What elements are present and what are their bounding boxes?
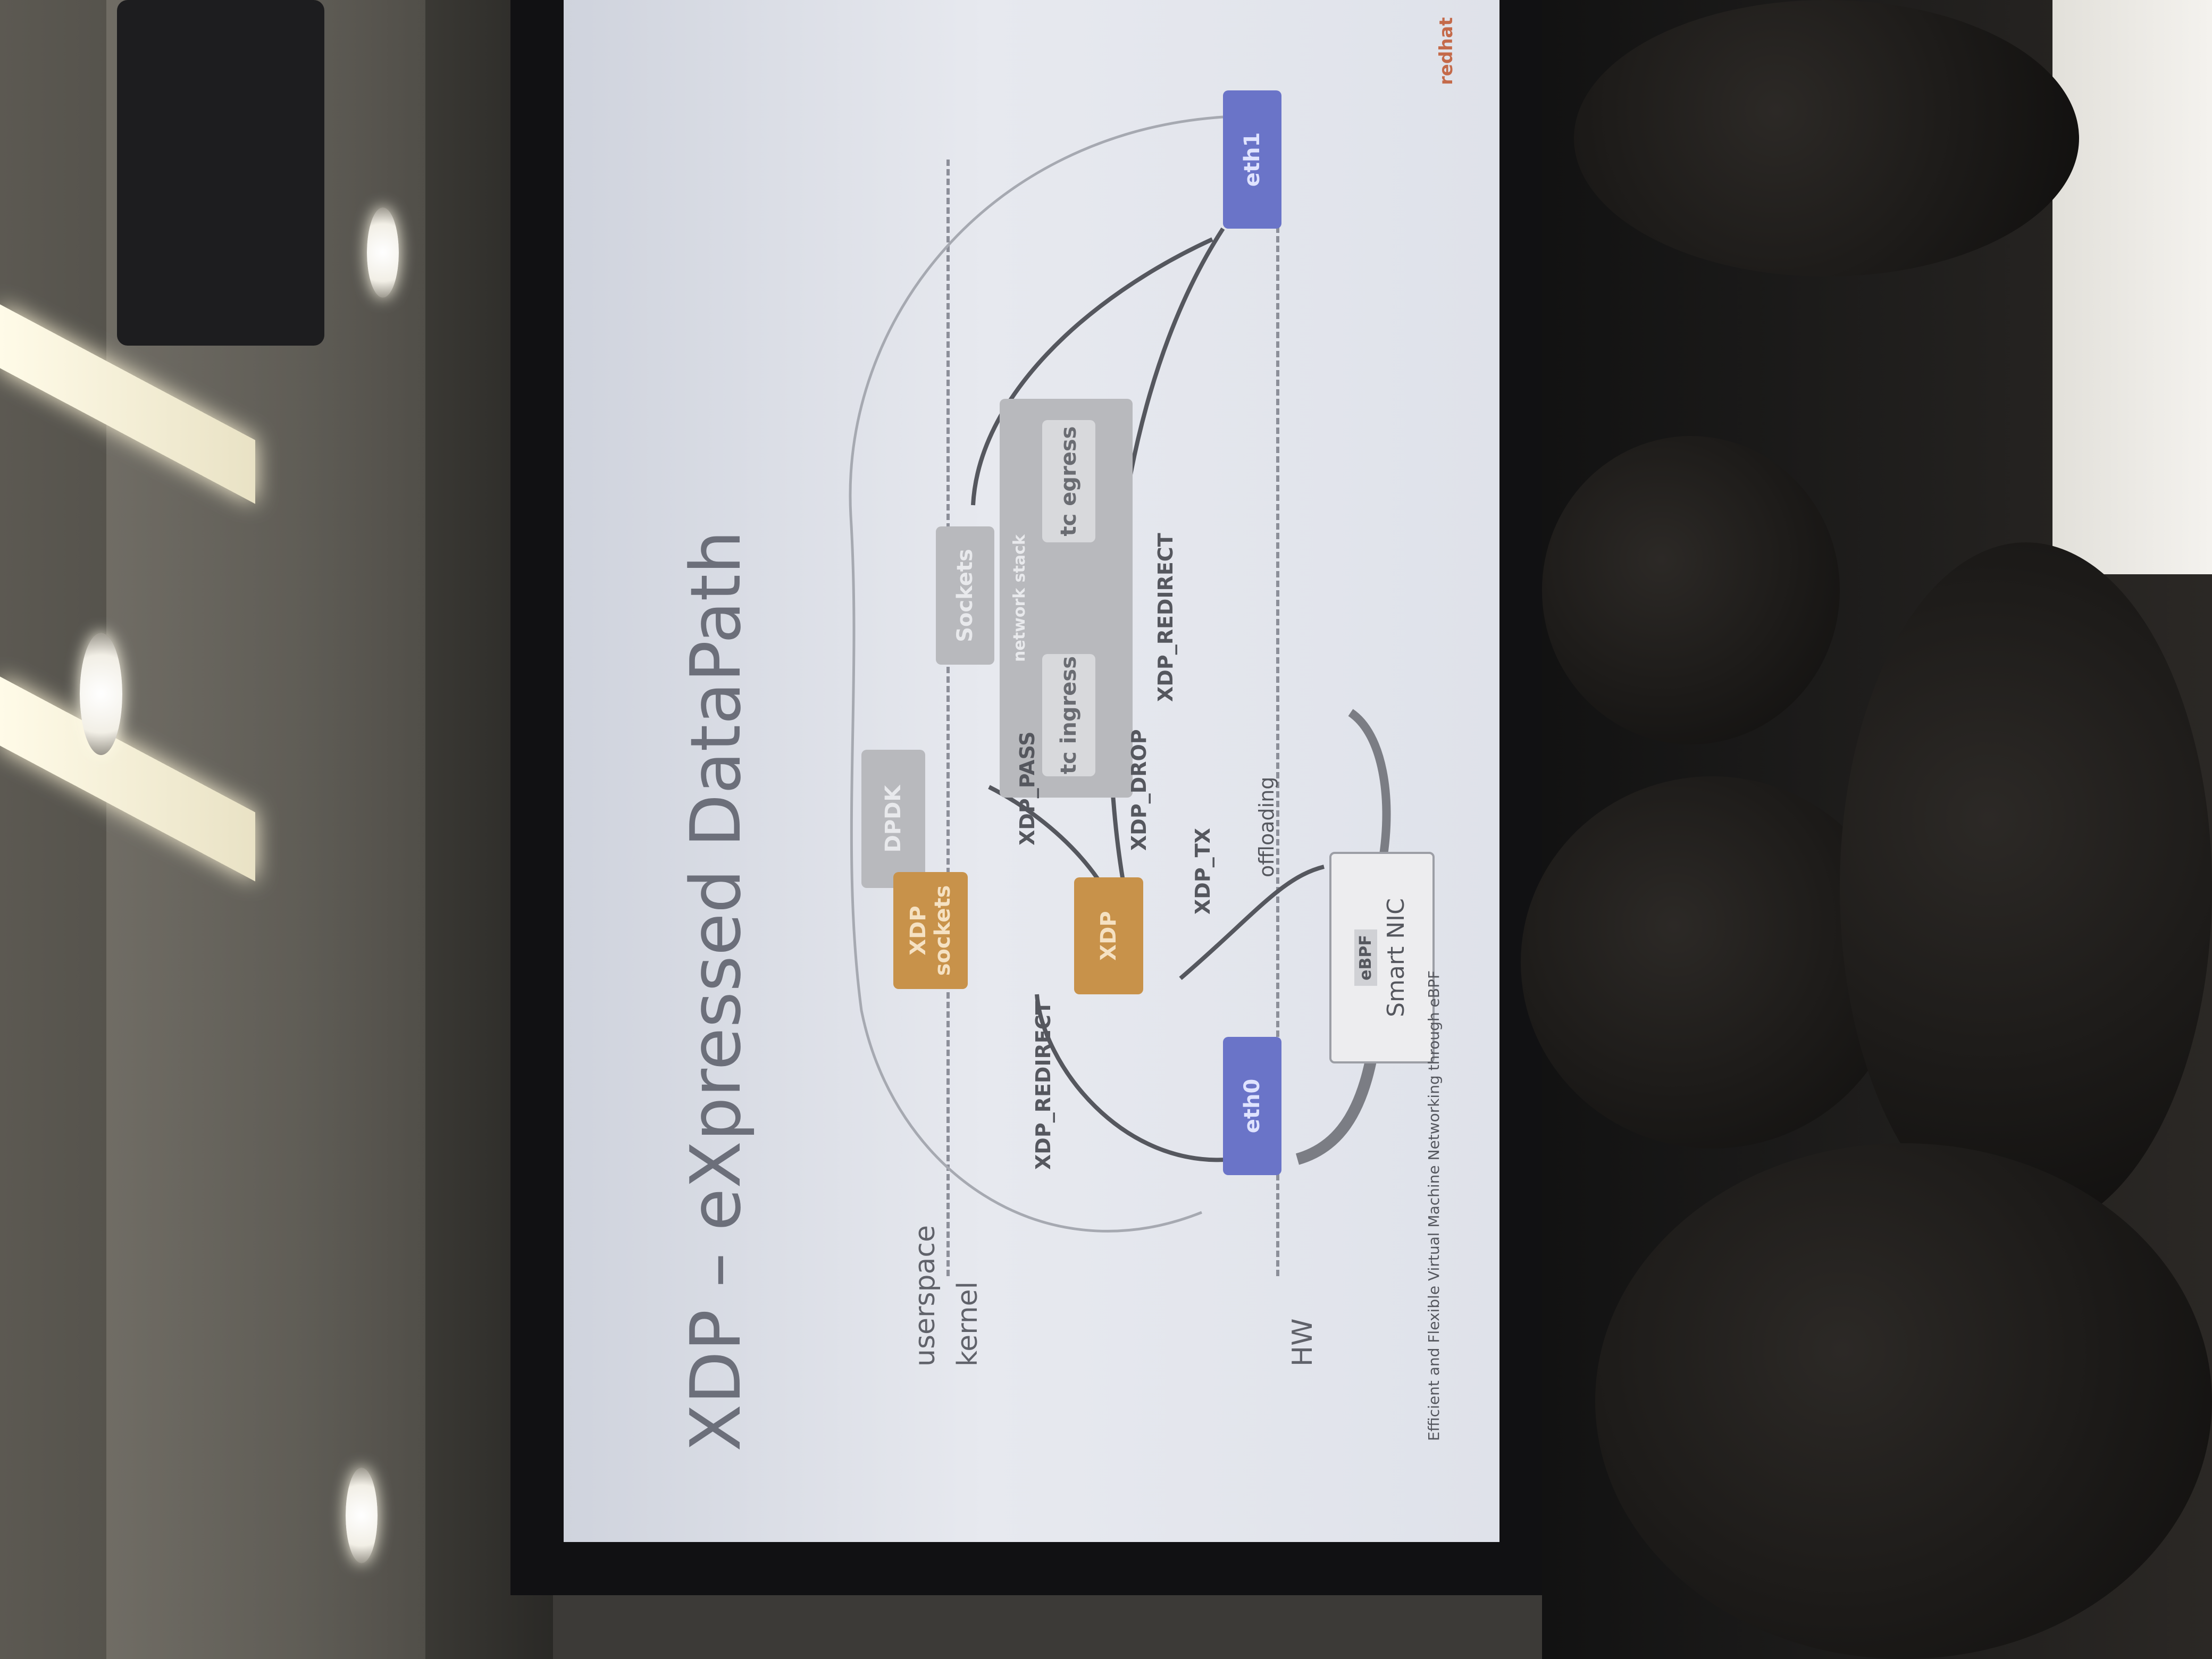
- audience-head: [1840, 542, 2212, 1234]
- ceiling-spotlight: [346, 1468, 378, 1563]
- tc-ingress-box: tc ingress: [1042, 654, 1095, 776]
- wall-speaker: [117, 0, 324, 346]
- eth1-box: eth1: [1223, 90, 1281, 229]
- smart-nic-label: Smart NIC: [1382, 898, 1410, 1017]
- tc-egress-box: tc egress: [1042, 420, 1095, 542]
- edge-label-xdp-redirect-left: XDP_REDIRECT: [1032, 1001, 1055, 1170]
- sockets-box: Sockets: [936, 526, 994, 665]
- audience-head: [1542, 436, 1840, 744]
- smart-nic-box: eBPF Smart NIC: [1329, 852, 1435, 1063]
- network-stack-label: network stack: [1010, 534, 1029, 662]
- slide-footer: Efficient and Flexible Virtual Machine N…: [1425, 970, 1443, 1441]
- edge-label-xdp-redirect-right: XDP_REDIRECT: [1154, 533, 1177, 702]
- edge-label-offloading: offloading: [1255, 776, 1278, 877]
- edge-label-xdp-pass: XDP_PASS: [1016, 731, 1039, 846]
- dpdk-box: DPDK: [861, 750, 925, 888]
- xdp-box: XDP: [1074, 877, 1143, 994]
- audience-head: [1521, 776, 1904, 1149]
- slide: XDP – eXpressed DataPath redhat userspac…: [564, 0, 1499, 1542]
- ceiling-spotlight: [367, 207, 399, 298]
- edge-label-xdp-tx: XDP_TX: [1191, 828, 1214, 915]
- audience-head: [1574, 0, 2079, 276]
- edge-label-xdp-drop: XDP_DROP: [1127, 729, 1151, 851]
- xdp-sockets-box: XDP sockets: [893, 872, 968, 989]
- audience-head: [1595, 1143, 2212, 1659]
- audience-shirt: [2052, 0, 2212, 574]
- ceiling-spotlight: [80, 633, 122, 755]
- ebpf-label: eBPF: [1354, 929, 1377, 986]
- eth0-box: eth0: [1223, 1037, 1281, 1175]
